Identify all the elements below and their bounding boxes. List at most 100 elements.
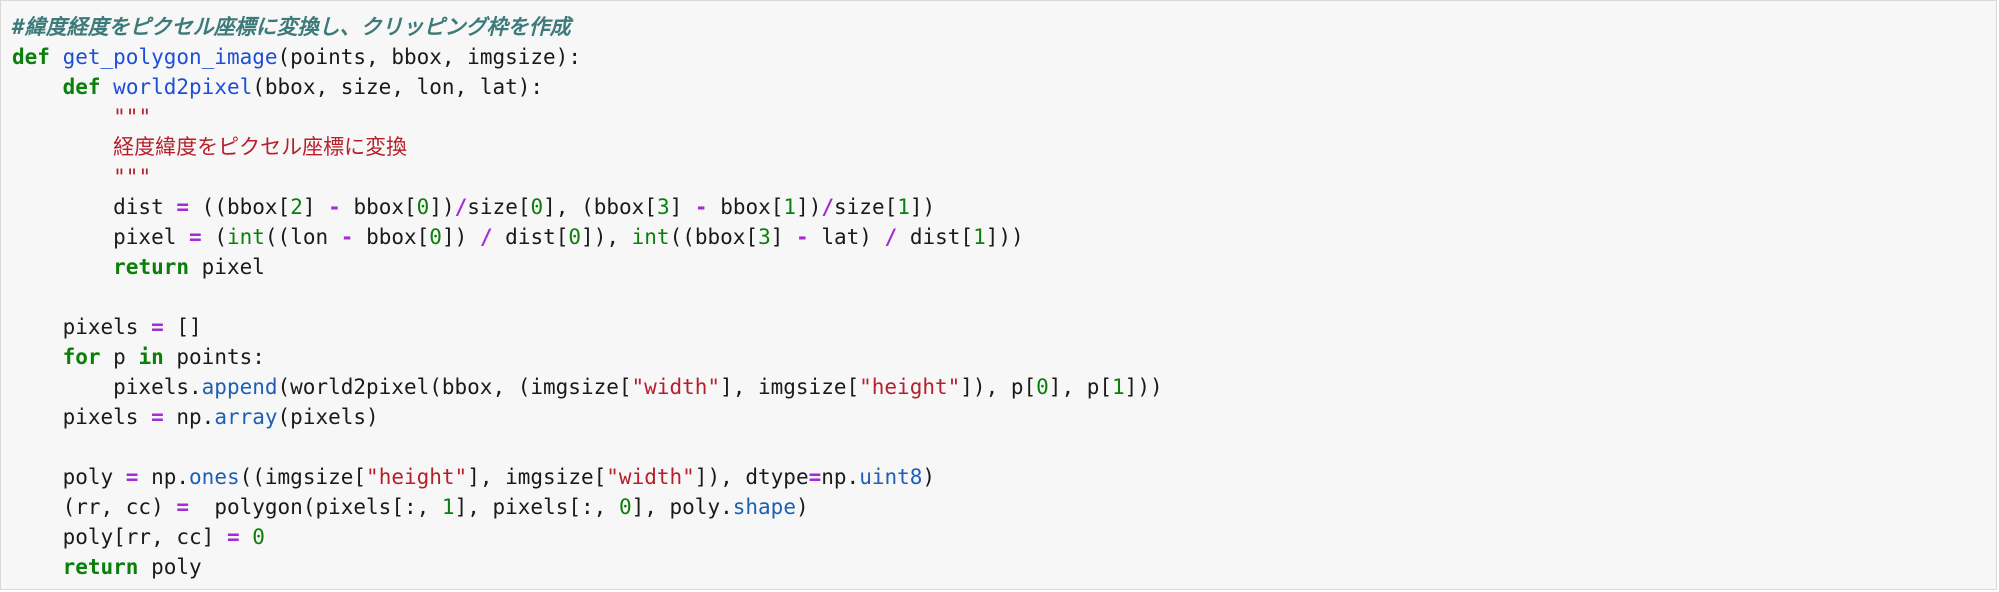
code-token-num: 1 [783, 195, 797, 219]
code-token-op: / [884, 225, 898, 249]
code-token-tx: ], imgsize[ [467, 465, 607, 489]
code-token-tx: ( [201, 225, 227, 249]
code-token-str: "height" [859, 375, 961, 399]
code-token-tx: np. [821, 465, 860, 489]
code-token-tx: (rr, cc) [12, 495, 177, 519]
code-line: """ [12, 102, 1163, 132]
code-token-tx: np. [138, 465, 190, 489]
code-token-num: 0 [429, 225, 442, 249]
code-line: 経度緯度をピクセル座標に変換 [12, 132, 1163, 162]
code-token-tx: p [100, 345, 139, 369]
code-token-num: 0 [416, 195, 430, 219]
code-token-tx: ]), dtype [694, 465, 809, 489]
code-token-tx: ] [669, 195, 695, 219]
code-token-tx: pixels [12, 405, 152, 429]
code-token-tx [101, 75, 114, 99]
code-token-str: "height" [366, 465, 468, 489]
code-line: pixel = (int((lon - bbox[0]) / dist[0]),… [12, 222, 1163, 252]
code-token-tx: ]) [429, 195, 455, 219]
code-token-tx [12, 105, 113, 129]
code-token-op: = [808, 465, 822, 489]
code-token-op: = [189, 225, 202, 249]
code-token-tx: ], p[ [1048, 375, 1113, 399]
code-token-tx: bbox[ [353, 225, 430, 249]
code-token-op: - [328, 195, 341, 219]
code-token-tx: polygon(pixels[:, [189, 495, 442, 519]
code-token-num: 3 [656, 195, 670, 219]
code-token-tx: ] [302, 195, 329, 219]
code-token-tx: ], poly. [631, 495, 733, 519]
code-line: dist = ((bbox[2] - bbox[0])/size[0], (bb… [12, 192, 1163, 222]
code-token-tx: ])) [985, 225, 1024, 249]
code-token-op: / [454, 195, 468, 219]
code-token-builtin: int [631, 225, 670, 249]
code-token-op: = [176, 495, 190, 519]
code-line: pixels = np.array(pixels) [12, 402, 1163, 432]
code-token-str: """ [113, 105, 152, 129]
code-token-tx: ) [922, 465, 936, 489]
code-token-op: = [151, 405, 164, 429]
code-token-op: - [694, 195, 708, 219]
code-token-op: - [796, 225, 809, 249]
code-token-tx: ]) [796, 195, 822, 219]
code-token-tx: dist[ [897, 225, 974, 249]
code-token-num: 1 [973, 225, 986, 249]
code-line: poly = np.ones((imgsize["height"], imgsi… [12, 462, 1163, 492]
code-token-op: = [125, 465, 139, 489]
code-token-tx: bbox[ [707, 195, 784, 219]
code-token-num: 1 [1112, 375, 1125, 399]
code-token-attr: ones [189, 465, 240, 489]
code-line: pixels = [] [12, 312, 1163, 342]
code-block[interactable]: #緯度経度をピクセル座標に変換し、クリッピング枠を作成 def get_polyg… [12, 12, 1163, 582]
code-token-op: / [821, 195, 835, 219]
code-token-tx: pixel [12, 225, 190, 249]
code-token-tx: ] [770, 225, 797, 249]
code-token-kw: return [113, 255, 190, 279]
code-token-tx: points: [163, 345, 265, 369]
code-line [12, 432, 1163, 462]
code-token-kw: def [12, 45, 50, 69]
code-token-attr: array [214, 405, 278, 429]
code-line: #緯度経度をピクセル座標に変換し、クリッピング枠を作成 [12, 12, 1163, 42]
code-token-tx [240, 525, 253, 549]
code-token-tx [12, 555, 63, 579]
code-token-op: = [151, 315, 164, 339]
code-token-tx: ) [795, 495, 809, 519]
code-token-tx: ((imgsize[ [239, 465, 367, 489]
code-token-op: = [226, 525, 240, 549]
code-token-tx [12, 165, 113, 189]
code-token-str: 経度緯度をピクセル座標に変換 [113, 135, 408, 159]
code-token-num: 1 [897, 195, 910, 219]
code-token-attr: shape [732, 495, 796, 519]
code-token-tx: ], pixels[:, [454, 495, 619, 519]
code-token-tx: ], (bbox[ [543, 195, 657, 219]
code-token-tx: np. [163, 405, 215, 429]
code-token-tx: dist[ [492, 225, 569, 249]
code-line: pixels.append(world2pixel(bbox, (imgsize… [12, 372, 1163, 402]
code-token-tx: (bbox, size, lon, lat): [252, 75, 544, 99]
code-token-tx: bbox[ [340, 195, 417, 219]
code-line: def get_polygon_image(points, bbox, imgs… [12, 42, 1163, 72]
code-token-tx: pixels [12, 315, 152, 339]
code-token-tx: [] [163, 315, 202, 339]
code-line: return pixel [12, 252, 1163, 282]
code-token-num: 0 [568, 225, 582, 249]
code-token-op: / [479, 225, 493, 249]
code-token-tx: ], imgsize[ [720, 375, 860, 399]
code-token-tx: ]) [441, 225, 480, 249]
code-token-tx: ]) [909, 195, 936, 219]
code-token-tx: size[ [467, 195, 531, 219]
code-token-cm: #緯度経度をピクセル座標に変換し、クリッピング枠を作成 [12, 15, 571, 39]
code-token-op: - [340, 225, 354, 249]
code-token-tx: poly[rr, cc] [12, 525, 227, 549]
code-token-tx: lat) [808, 225, 885, 249]
code-token-tx: ((bbox[ [669, 225, 759, 249]
code-token-kw: for [62, 345, 101, 369]
code-token-op: = [176, 195, 190, 219]
code-token-tx: poly [12, 465, 126, 489]
code-line: (rr, cc) = polygon(pixels[:, 1], pixels[… [12, 492, 1163, 522]
code-token-attr: uint8 [859, 465, 923, 489]
code-token-tx [12, 135, 113, 159]
code-token-tx: ])) [1124, 375, 1163, 399]
